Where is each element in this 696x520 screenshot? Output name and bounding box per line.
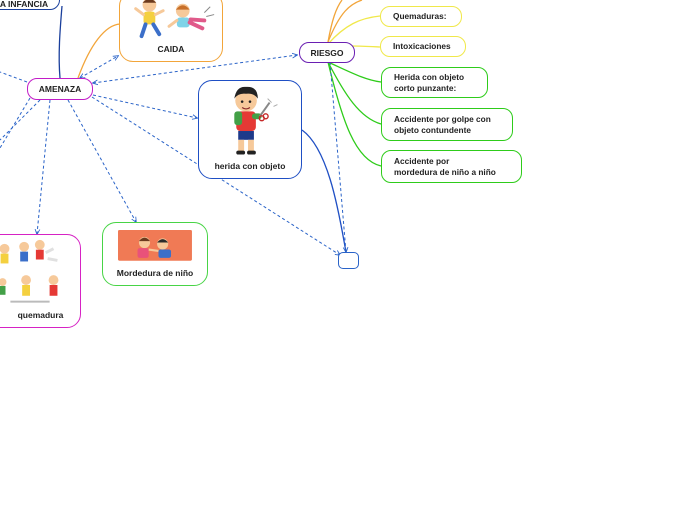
dashed-amenaza-riesgo (93, 55, 297, 83)
node-quemadura-label: quemadura (17, 310, 64, 320)
node-infancia-label: A INFANCIA (0, 0, 49, 9)
link-amenaza-caida (77, 23, 121, 79)
link-riesgo-golpe (327, 61, 382, 125)
leaf-quemaduras[interactable]: Quemaduras: (380, 6, 462, 27)
link-riesgo-top-2 (327, 0, 363, 43)
leaf-accidente-mordedura[interactable]: Accidente por mordedura de niño a niño (381, 150, 522, 183)
dashed-amenaza-herida (92, 94, 197, 118)
leaf-quemaduras-label: Quemaduras: (393, 11, 447, 21)
link-herida-empty (301, 129, 347, 253)
node-herida-label: herida con objeto (214, 161, 286, 171)
link-riesgo-quemaduras (327, 15, 381, 45)
node-caida-label: CAIDA (157, 44, 185, 54)
node-amenaza-label: AMENAZA (38, 84, 82, 94)
falling-children-illustration (134, 0, 215, 39)
dashed-riesgo-empty (329, 61, 346, 252)
node-mordedura-label: Mordedura de niño (116, 268, 194, 278)
node-caida[interactable]: CAIDA (119, 0, 223, 62)
leaf-accidente-mordedura-label: Accidente por mordedura de niño a niño (394, 155, 496, 177)
node-quemadura[interactable]: quemadura (0, 234, 81, 328)
dashed-amenaza-down-left (0, 99, 41, 141)
node-empty[interactable] (338, 252, 359, 269)
boy-with-scissors-illustration (234, 86, 278, 155)
node-infancia[interactable]: A INFANCIA (0, 0, 60, 10)
leaf-herida-corto[interactable]: Herida con objeto corto punzante: (381, 67, 488, 98)
leaf-accidente-golpe-label: Accidente por golpe con objeto contunden… (394, 113, 491, 135)
node-riesgo-label: RIESGO (310, 47, 344, 58)
link-infancia-amenaza (58, 5, 63, 79)
node-riesgo[interactable]: RIESGO (299, 42, 355, 63)
burn-scenes-illustration (0, 239, 59, 303)
node-herida[interactable]: herida con objeto (198, 80, 302, 179)
dashed-amenaza-quemadura (37, 99, 51, 234)
dashed-amenaza-left-2 (0, 97, 31, 149)
node-mordedura[interactable]: Mordedura de niño (102, 222, 208, 286)
link-riesgo-mordedura-leaf (327, 61, 382, 167)
leaf-herida-corto-label: Herida con objeto corto punzante: (394, 71, 465, 93)
dashed-amenaza-left-1 (0, 71, 28, 83)
leaf-intoxicaciones-label: Intoxicaciones (393, 41, 451, 51)
node-amenaza[interactable]: AMENAZA (27, 78, 93, 100)
dashed-amenaza-mordedura (67, 99, 136, 222)
leaf-accidente-golpe[interactable]: Accidente por golpe con objeto contunden… (381, 108, 513, 141)
children-biting-illustration (118, 230, 192, 261)
leaf-intoxicaciones[interactable]: Intoxicaciones (380, 36, 466, 57)
link-riesgo-top-1 (327, 0, 343, 43)
link-riesgo-herida-corto (327, 61, 382, 83)
dashed-amenaza-caida (80, 56, 118, 78)
